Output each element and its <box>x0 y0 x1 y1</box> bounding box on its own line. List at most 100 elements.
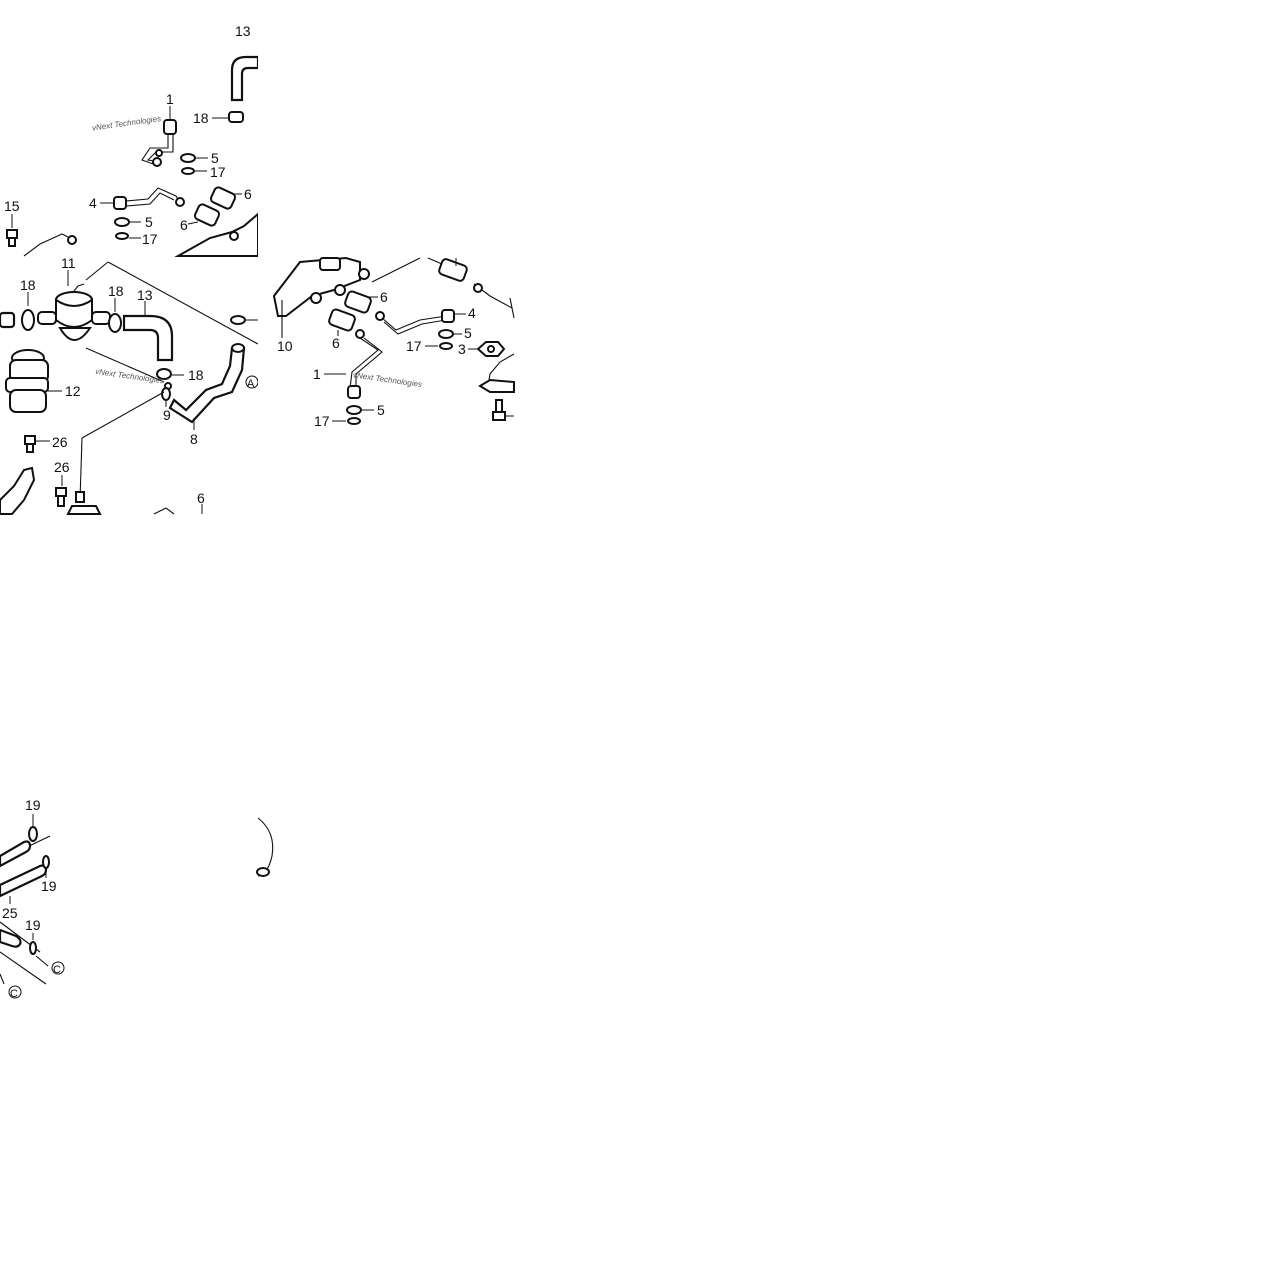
pipe-1-lower <box>324 329 383 399</box>
seal-17-a <box>181 167 207 175</box>
sleeve-6-a <box>209 186 242 210</box>
fuel-manifold-10 <box>272 256 370 338</box>
callout-13: 13 <box>137 287 153 303</box>
svg-text:vNext Technologies: vNext Technologies <box>95 367 165 386</box>
bolt-15 <box>6 214 18 247</box>
callout-26: 26 <box>52 434 68 450</box>
callout-5: 5 <box>464 325 472 341</box>
svg-text:vNext Technologies: vNext Technologies <box>352 371 422 390</box>
clamp-18-c <box>108 298 122 333</box>
seal-17-d <box>332 417 361 425</box>
callout-5: 5 <box>145 214 153 230</box>
hose-8 <box>168 346 246 424</box>
flange-partial-right <box>478 378 515 393</box>
clip-19-a <box>28 826 38 842</box>
svg-text:vNext Technologies: vNext Technologies <box>91 114 161 133</box>
bolt-26-a <box>24 435 50 453</box>
pipe-4-lower <box>375 309 466 335</box>
tile-middle-left: A vNext Technologies <box>0 257 272 515</box>
manifold-partial-left <box>0 466 36 515</box>
washer-5-d <box>346 405 374 415</box>
control-valve-11 <box>37 270 165 383</box>
tile-lower-left: C C <box>0 814 274 1000</box>
callout-17: 17 <box>314 413 330 429</box>
hose-25-b <box>0 864 48 898</box>
callout-6: 6 <box>332 335 340 351</box>
ring-9 <box>161 382 172 407</box>
callout-6: 6 <box>380 289 388 305</box>
watermark: vNext Technologies <box>91 114 161 133</box>
callout-18: 18 <box>108 283 124 299</box>
callout-12: 12 <box>65 383 81 399</box>
clip-19-b <box>42 855 50 878</box>
hose-13-mid <box>122 314 174 362</box>
callout-1: 1 <box>313 366 321 382</box>
callout-18: 18 <box>20 277 36 293</box>
callout-8: 8 <box>190 431 198 447</box>
washer-5-c <box>438 329 462 339</box>
callout-19: 19 <box>25 797 41 813</box>
sleeve-6-c <box>438 258 468 282</box>
callout-4: 4 <box>468 305 476 321</box>
callout-5: 5 <box>377 402 385 418</box>
hose-25-a <box>0 840 32 868</box>
ref-mark-a: A <box>245 375 259 390</box>
svg-text:C: C <box>53 964 61 976</box>
bolt-partial-right <box>492 399 514 421</box>
callout-18: 18 <box>188 367 204 383</box>
callout-26: 26 <box>54 459 70 475</box>
callout-13: 13 <box>235 23 251 39</box>
hose-partial-left <box>23 233 75 257</box>
hose-25-c <box>0 928 22 948</box>
sleeve-6-e <box>328 308 356 336</box>
callout-25: 25 <box>2 905 18 921</box>
pipe-4-upper <box>100 187 185 210</box>
callout-17: 17 <box>142 231 158 247</box>
fitting-bottom <box>66 491 102 515</box>
washer-5-a <box>180 153 208 163</box>
part-outline-bottom <box>153 507 175 515</box>
pipe-1-upper <box>141 106 177 167</box>
callout-3: 3 <box>458 341 466 357</box>
callout-labels: 13 1 18 5 17 4 5 17 6 6 15 11 18 18 13 1… <box>2 23 476 933</box>
sleeve-6-d <box>344 290 378 314</box>
callout-4: 4 <box>89 195 97 211</box>
callout-15: 15 <box>4 198 20 214</box>
tile-upper-left: vNext Technologies <box>6 0 278 257</box>
gasket-3 <box>468 341 506 357</box>
callout-11: 11 <box>61 255 76 271</box>
callout-6: 6 <box>180 217 188 233</box>
callout-17: 17 <box>406 338 422 354</box>
clamp-18-top <box>212 111 244 123</box>
clamp-18-d <box>156 368 184 380</box>
callout-1: 1 <box>166 91 174 107</box>
ref-mark-c-2: C <box>8 985 22 1000</box>
callout-18: 18 <box>193 110 209 126</box>
callout-6: 6 <box>244 186 252 202</box>
svg-text:A: A <box>247 378 255 390</box>
clamp-18-b <box>21 292 35 331</box>
callout-19: 19 <box>41 878 57 894</box>
callout-6: 6 <box>197 490 205 506</box>
air-valve-12 <box>5 349 62 413</box>
callout-19: 19 <box>25 917 41 933</box>
hose-13-top <box>230 55 260 102</box>
callout-17: 17 <box>210 164 226 180</box>
manifold-partial-top <box>174 211 259 257</box>
tile-middle-right: vNext Technologies <box>272 256 515 425</box>
seal-17-b <box>115 232 141 240</box>
ref-mark-c-1: C <box>51 961 65 976</box>
callout-9: 9 <box>163 407 171 423</box>
seal-17-c <box>425 342 453 350</box>
clip-19-c <box>29 933 37 955</box>
callout-10: 10 <box>277 338 293 354</box>
watermark: vNext Technologies <box>352 371 422 390</box>
watermark: vNext Technologies <box>95 367 165 386</box>
callout-5: 5 <box>211 150 219 166</box>
svg-text:C: C <box>10 988 18 1000</box>
sleeve-6-b <box>187 203 221 227</box>
washer-5-b <box>114 217 141 227</box>
hose-stub-left <box>0 311 16 329</box>
bolt-26-b <box>55 475 67 507</box>
